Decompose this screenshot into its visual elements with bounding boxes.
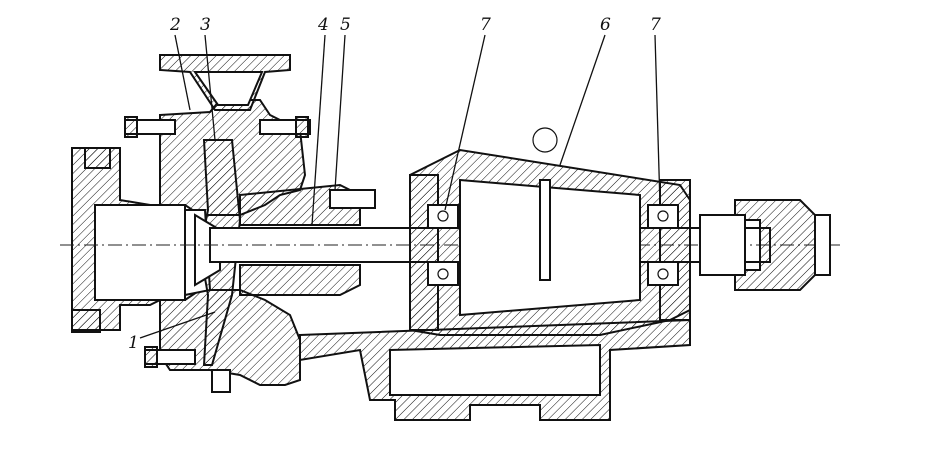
suction-flange bbox=[71, 147, 186, 333]
label-3: 3 bbox=[200, 15, 211, 35]
label-1: 1 bbox=[128, 333, 139, 353]
label-7-right: 7 bbox=[650, 15, 661, 35]
bearing-frame bbox=[409, 127, 691, 336]
coupling bbox=[699, 199, 831, 291]
label-5: 5 bbox=[340, 15, 351, 35]
label-6: 6 bbox=[600, 15, 611, 35]
bearings bbox=[427, 204, 679, 286]
casing-bolts bbox=[124, 116, 311, 393]
label-2: 2 bbox=[169, 15, 181, 35]
leader-lines bbox=[139, 34, 661, 339]
stuffing-box bbox=[239, 183, 376, 296]
label-7-left: 7 bbox=[480, 15, 491, 35]
discharge-nozzle bbox=[159, 54, 291, 111]
label-4: 4 bbox=[317, 15, 329, 35]
base-frame bbox=[299, 318, 691, 421]
